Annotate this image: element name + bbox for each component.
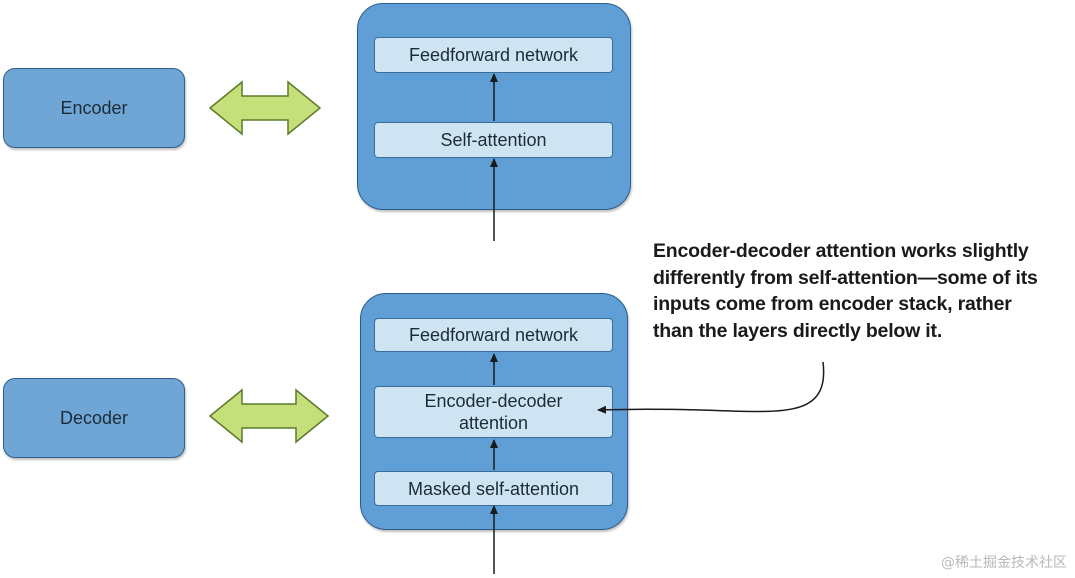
encoder-double-arrow — [208, 80, 322, 136]
annotation-text: Encoder-decoder attention works slightly… — [653, 238, 1038, 344]
decoder-box: Decoder — [3, 378, 185, 458]
annotation-line-2: differently from self-attention—some of … — [653, 266, 1038, 289]
encoder-self-attention-label: Self-attention — [440, 130, 547, 150]
decoder-encdec-label-line2: attention — [458, 413, 529, 433]
decoder-stack: Feedforward network Encoder-decoder atte… — [360, 293, 628, 530]
annotation-line-3: inputs come from encoder stack, rather — [653, 293, 1012, 315]
encoder-box: Encoder — [3, 68, 185, 148]
decoder-feedforward-label: Feedforward network — [408, 325, 579, 345]
encoder-self-attention-layer: Self-attention — [374, 122, 613, 158]
decoder-label: Decoder — [59, 407, 129, 428]
decoder-masked-self-attention-label: Masked self-attention — [407, 478, 580, 499]
decoder-encdec-label-line1: Encoder-decoder — [424, 391, 563, 411]
annotation-line-4: than the layers directly below it. — [653, 319, 943, 342]
decoder-double-arrow — [208, 388, 330, 444]
decoder-feedforward-layer: Feedforward network — [374, 318, 613, 352]
encoder-feedforward-layer: Feedforward network — [374, 37, 613, 73]
watermark: @稀土掘金技术社区 — [941, 555, 1067, 571]
encoder-feedforward-label: Feedforward network — [408, 45, 579, 65]
annotation-line-1: Encoder-decoder attention works slightly — [653, 240, 1029, 262]
decoder-encdec-attention-layer: Encoder-decoder attention — [374, 386, 613, 438]
decoder-masked-self-attention-layer: Masked self-attention — [374, 471, 613, 506]
encoder-label: Encoder — [60, 97, 128, 118]
annotation-curved-arrow — [597, 361, 825, 414]
